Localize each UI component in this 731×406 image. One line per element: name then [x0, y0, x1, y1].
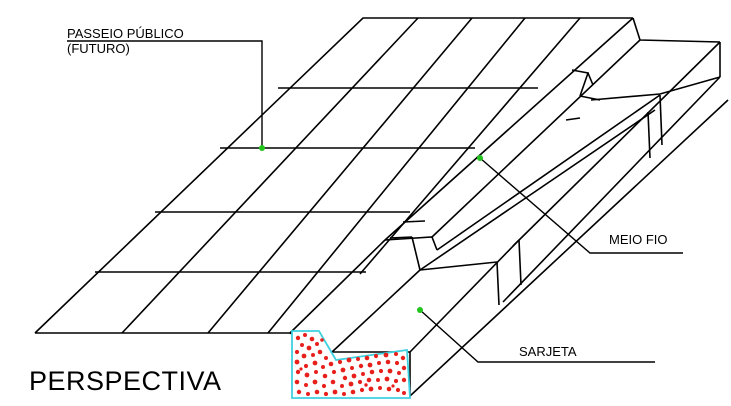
drawing-title: PERSPECTIVA — [29, 366, 222, 396]
sidewalk-slab — [34, 17, 634, 334]
label-sarjeta: SARJETA — [519, 344, 577, 359]
marker-passeio — [259, 145, 265, 151]
curb — [289, 17, 721, 334]
label-futuro: (FUTURO) — [67, 41, 130, 56]
leader-markers — [259, 145, 483, 313]
aggregate-fill — [294, 333, 407, 397]
leader-lines — [67, 40, 683, 363]
marker-sarjeta — [417, 307, 423, 313]
gutter-cross-section — [291, 330, 411, 399]
marker-meio-fio — [477, 155, 483, 161]
label-passeio-publico: PASSEIO PÚBLICO — [67, 26, 184, 41]
label-meio-fio: MEIO FIO — [609, 232, 668, 247]
